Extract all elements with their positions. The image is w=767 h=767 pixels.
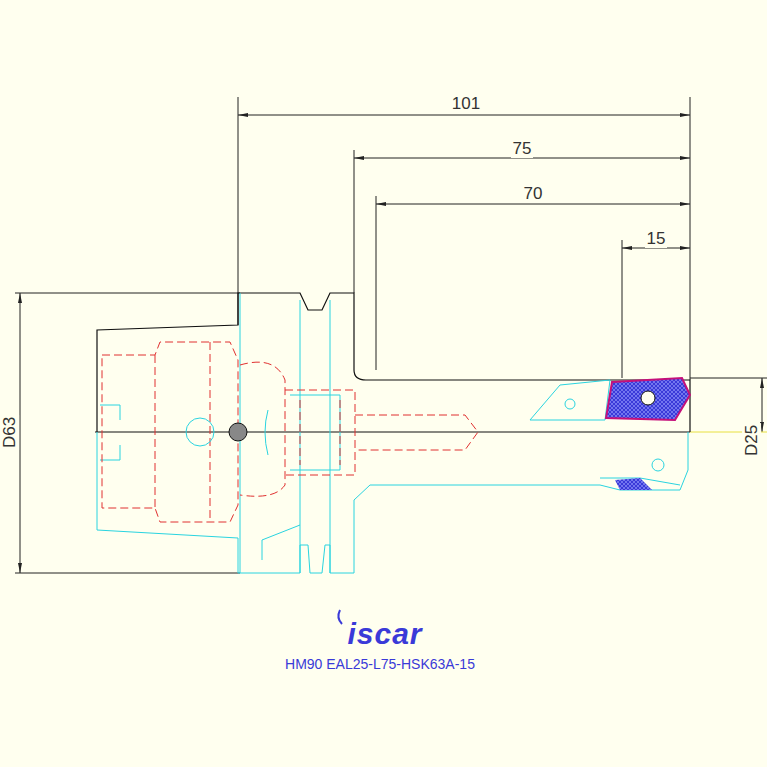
arrowheads — [18, 113, 764, 573]
center-line — [95, 431, 690, 432]
centre-mark — [229, 423, 247, 441]
logo-mark — [338, 610, 342, 624]
hidden-lines — [102, 342, 478, 522]
dimension-value: 15 — [645, 229, 668, 248]
diameter-dimension: D63 — [1, 414, 20, 449]
hole — [186, 418, 214, 446]
cutting-insert — [606, 378, 690, 420]
dimension-lines — [15, 97, 767, 573]
section-lines — [97, 293, 688, 573]
insert-hole — [641, 391, 655, 405]
part-code: HM90 EAL25-L75-HSK63A-15 — [283, 656, 477, 672]
diameter-dimension: D25 — [743, 422, 762, 457]
brand-logo: iscar — [345, 618, 424, 650]
dimension-value: 75 — [511, 139, 534, 158]
hatched-area — [615, 478, 652, 490]
dimension-value: 70 — [522, 184, 545, 203]
body-outline — [97, 293, 690, 432]
dimension-value: 101 — [450, 94, 482, 113]
